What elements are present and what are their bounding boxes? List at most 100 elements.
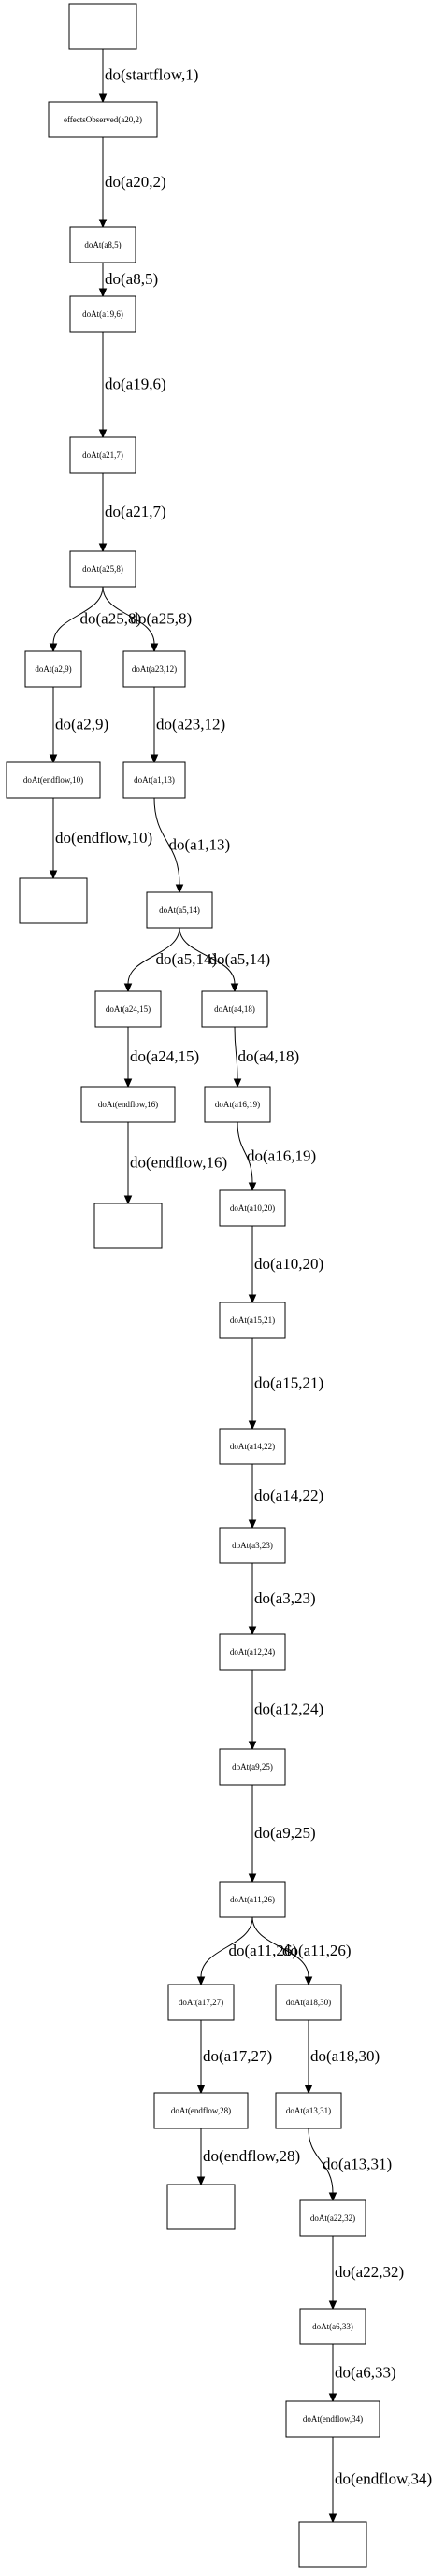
arrowhead-icon	[304, 2085, 313, 2095]
state-label: doAt(a14,22)	[230, 1442, 275, 1451]
state-node: doAt(a21,7)	[69, 436, 136, 474]
state-box	[219, 1748, 286, 1786]
transition-edge: do(a4,18)	[233, 1026, 300, 1089]
state-label: doAt(a19,6)	[82, 309, 123, 319]
arrowhead-icon	[328, 2393, 337, 2403]
transition-label: do(a4,18)	[238, 1047, 300, 1065]
transition-label: do(endflow,34)	[335, 2470, 432, 2488]
transition-edge: do(a20,2)	[98, 137, 166, 229]
state-node: doAt(a18,30)	[275, 1984, 342, 2021]
state-box	[298, 2521, 367, 2568]
edge-line	[52, 586, 104, 645]
arrowhead-icon	[98, 93, 108, 104]
edge-line	[153, 797, 180, 886]
transition-edge: do(a1,13)	[153, 797, 230, 894]
edge-line	[179, 927, 236, 985]
state-node: doAt(a24,15)	[94, 990, 162, 1028]
state-label: doAt(a8,5)	[84, 240, 121, 249]
transition-label: do(a6,33)	[335, 2364, 396, 2382]
arrowhead-icon	[233, 1078, 242, 1089]
state-node: doAt(a17,27)	[167, 1984, 235, 2021]
state-node: doAt(a5,14)	[146, 891, 213, 929]
transition-edge: do(a5,14)	[179, 927, 271, 993]
state-box	[122, 761, 186, 799]
transition-label: do(endflow,16)	[130, 1154, 227, 1172]
state-node: doAt(a11,26)	[219, 1881, 286, 1918]
transition-edge: do(a5,14)	[123, 927, 217, 993]
state-node: doAt(a25,8)	[69, 550, 136, 588]
transition-edge: do(endflow,16)	[123, 1121, 227, 1205]
transition-label: do(endflow,28)	[203, 2147, 300, 2165]
transition-label: do(a21,7)	[105, 503, 166, 520]
transition-label: do(endflow,10)	[55, 829, 152, 847]
state-label: doAt(a25,8)	[82, 564, 123, 574]
transition-edge: do(a23,12)	[150, 687, 225, 764]
state-box	[166, 2184, 236, 2230]
state-node: doAt(a8,5)	[69, 226, 136, 263]
state-label: doAt(a11,26)	[230, 1895, 275, 1904]
arrowhead-icon	[49, 754, 58, 764]
transition-label: do(a5,14)	[209, 950, 271, 968]
state-box	[69, 226, 136, 263]
empty-state-node	[93, 1203, 163, 1249]
arrowhead-icon	[123, 983, 133, 993]
state-box	[219, 1633, 286, 1671]
transition-edge: do(a3,23)	[248, 1563, 316, 1636]
arrowhead-icon	[98, 543, 108, 553]
transition-label: do(a17,27)	[203, 2047, 272, 2065]
transition-edge: do(a11,26)	[196, 1916, 297, 1986]
arrowhead-icon	[123, 1078, 133, 1089]
state-box	[6, 761, 101, 799]
arrowhead-icon	[328, 2192, 337, 2202]
transition-label: do(a25,8)	[131, 610, 193, 628]
state-node: doAt(a23,12)	[122, 650, 186, 688]
transition-edge: do(a16,19)	[237, 1121, 316, 1192]
transition-edge: do(startflow,1)	[98, 49, 198, 104]
transition-edge: do(a10,20)	[248, 1226, 323, 1304]
state-label: doAt(a24,15)	[106, 1004, 151, 1014]
edge-line	[234, 1026, 238, 1080]
state-node: doAt(a3,23)	[219, 1527, 286, 1564]
transition-edge: do(a13,31)	[308, 2128, 392, 2202]
state-box	[299, 2199, 366, 2237]
empty-state-node	[298, 2521, 367, 2568]
transition-label: do(a9,25)	[254, 1824, 316, 1842]
transition-label: do(a19,6)	[105, 376, 166, 393]
state-node: effectsObserved(a20,2)	[48, 101, 158, 138]
state-label: doAt(a21,7)	[82, 450, 123, 460]
state-box	[94, 990, 162, 1028]
transition-edge: do(a12,24)	[248, 1670, 323, 1751]
arrowhead-icon	[328, 2300, 337, 2311]
arrowhead-icon	[248, 1519, 257, 1530]
state-label: doAt(a1,13)	[134, 776, 175, 785]
state-node: doAt(a10,20)	[219, 1189, 286, 1227]
state-label: doAt(a15,21)	[230, 1316, 275, 1325]
state-node: doAt(a14,22)	[219, 1428, 286, 1465]
transition-edge: do(a21,7)	[98, 473, 166, 553]
state-box	[299, 2308, 366, 2345]
state-box	[69, 436, 136, 474]
transition-label: do(a14,22)	[254, 1487, 323, 1504]
arrowhead-icon	[248, 1182, 257, 1192]
transition-label: do(a23,12)	[156, 716, 225, 733]
transition-label: do(a12,24)	[254, 1701, 323, 1718]
arrowhead-icon	[123, 1195, 133, 1205]
state-node: doAt(endflow,10)	[6, 761, 101, 799]
empty-state-node	[19, 877, 88, 924]
state-box	[93, 1203, 163, 1249]
state-label: doAt(a2,9)	[35, 664, 71, 674]
edge-line	[308, 2128, 334, 2194]
arrowhead-icon	[230, 983, 239, 993]
state-box	[19, 877, 88, 924]
arrowhead-icon	[248, 1294, 257, 1304]
arrowhead-icon	[98, 429, 108, 439]
state-box	[275, 1984, 342, 2021]
state-node: doAt(a22,32)	[299, 2199, 366, 2237]
transition-label: do(a22,32)	[335, 2263, 404, 2281]
transition-edge: do(a15,21)	[248, 1338, 323, 1430]
state-node: doAt(a2,9)	[24, 650, 82, 688]
transition-edge: do(endflow,34)	[328, 2437, 432, 2524]
transition-edge: do(a2,9)	[49, 687, 108, 764]
state-node: doAt(endflow,28)	[153, 2092, 249, 2129]
